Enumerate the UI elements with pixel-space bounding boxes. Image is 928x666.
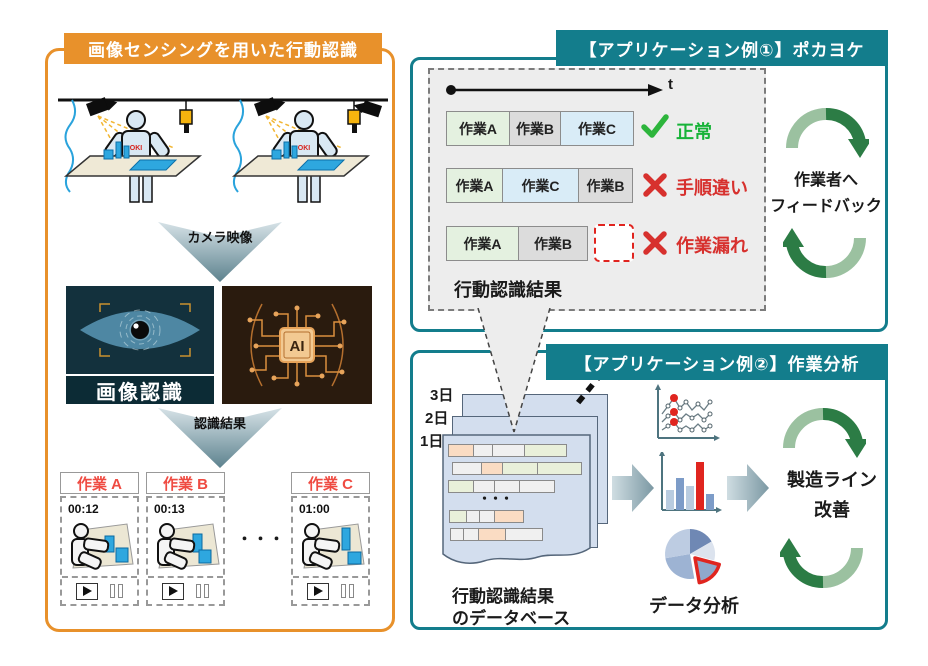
- work-segment: 作業C: [502, 168, 579, 203]
- video-thumbnail-b: 00:13: [146, 496, 225, 606]
- video-thumbnail-a: 00:12: [60, 496, 139, 606]
- verdict-normal: 正常: [676, 122, 712, 142]
- feedback-label-line1: 作業者へ: [793, 172, 858, 189]
- flow-arrow-icon: [727, 464, 769, 512]
- database-ellipsis: ・・・: [478, 491, 513, 506]
- video-label-b: 作業 B: [146, 472, 225, 494]
- database-row: [448, 480, 555, 493]
- database-row: [448, 444, 567, 457]
- cross-icon: [643, 173, 667, 197]
- callout-funnel: [477, 308, 551, 433]
- work-segment: 作業A: [446, 111, 510, 146]
- time-axis-arrow-icon: [446, 84, 663, 96]
- improvement-label-line2: 改善: [814, 500, 850, 520]
- line-chart-icon: [655, 384, 720, 441]
- work-segment: 作業A: [446, 226, 519, 261]
- app2-title-bar: 【アプリケーション例②】作業分析: [546, 344, 888, 380]
- video-label-a: 作業 A: [60, 472, 139, 494]
- verdict-missing-work: 作業漏れ: [676, 236, 748, 256]
- app1-title: 【アプリケーション例①】ポカヨケ: [579, 40, 865, 60]
- bar-chart-icon: [659, 452, 722, 513]
- play-icon: [307, 582, 329, 600]
- video-controls: [293, 576, 368, 604]
- verdict-wrong-order: 手順違い: [676, 178, 748, 198]
- down-arrow-icon: [158, 222, 282, 282]
- left-panel-title: 画像センシングを用いた行動認識: [88, 41, 358, 60]
- worker-at-desk-icon: [302, 523, 365, 570]
- result-arrow-label: 認識結果: [193, 416, 246, 431]
- factory-scene-illustration: OKI: [58, 92, 388, 203]
- database-row: [450, 528, 543, 541]
- database-row: [452, 462, 582, 475]
- time-axis-label: t: [668, 76, 673, 93]
- ai-brain-icon: AI: [222, 286, 372, 404]
- thumbnail-ellipsis: ・・・: [236, 531, 285, 548]
- camera-icon: [353, 100, 382, 118]
- data-analysis-label: データ分析: [649, 596, 739, 616]
- database-caption-line1: 行動認識結果: [452, 587, 554, 606]
- image-recognition-caption: 画像認識: [66, 376, 214, 404]
- app2-title: 【アプリケーション例②】作業分析: [574, 354, 860, 374]
- work-segment: 作業B: [518, 226, 588, 261]
- left-panel-title-bar: 画像センシングを用いた行動認識: [64, 33, 382, 64]
- video-controls: [62, 576, 137, 604]
- camera-icon: [86, 97, 118, 117]
- database-row: [449, 510, 524, 523]
- video-label-c: 作業 C: [291, 472, 370, 494]
- missing-work-slot: [594, 224, 634, 262]
- work-segment: 作業B: [578, 168, 633, 203]
- work-segment: 作業A: [446, 168, 503, 203]
- pause-icon: [110, 584, 123, 598]
- hanging-tool-icon: [179, 109, 193, 133]
- work-segment: 作業C: [560, 111, 634, 146]
- video-controls: [148, 576, 223, 604]
- cycle-arrow-icon: [783, 228, 866, 279]
- day-label-2: 2日: [425, 410, 449, 427]
- cycle-arrow-icon: [783, 407, 866, 458]
- recognition-result-label: 行動認識結果: [454, 280, 562, 300]
- oki-logo: OKI: [130, 145, 143, 152]
- play-icon: [76, 582, 98, 600]
- cycle-arrow-icon: [780, 538, 863, 589]
- app1-title-bar: 【アプリケーション例①】ポカヨケ: [556, 30, 888, 66]
- worker-at-desk-icon: [157, 523, 220, 570]
- video-thumbnail-c: 01:00: [291, 496, 370, 606]
- cross-icon: [643, 231, 667, 255]
- play-icon: [162, 582, 184, 600]
- database-caption-line2: のデータベース: [452, 609, 571, 628]
- video-timestamp: 01:00: [299, 502, 330, 516]
- cycle-arrow-icon: [786, 107, 869, 158]
- video-timestamp: 00:12: [68, 502, 99, 516]
- image-recognition-eye-icon: [66, 286, 214, 374]
- camera-arrow-label: カメラ映像: [187, 230, 253, 245]
- improvement-label-line1: 製造ライン: [787, 470, 877, 490]
- worker-at-desk-icon: [71, 523, 134, 570]
- day-label-3: 3日: [430, 387, 454, 404]
- pause-icon: [341, 584, 354, 598]
- pie-chart-icon: [665, 529, 721, 585]
- ai-chip-label: AI: [290, 338, 305, 355]
- day-label-1: 1日: [420, 433, 444, 450]
- pause-icon: [196, 584, 209, 598]
- flow-arrow-icon: [612, 464, 654, 512]
- check-icon: [641, 114, 669, 138]
- down-arrow-icon: [158, 408, 282, 468]
- feedback-label-line2: フィードバック: [770, 198, 882, 215]
- work-segment: 作業B: [509, 111, 561, 146]
- video-timestamp: 00:13: [154, 502, 185, 516]
